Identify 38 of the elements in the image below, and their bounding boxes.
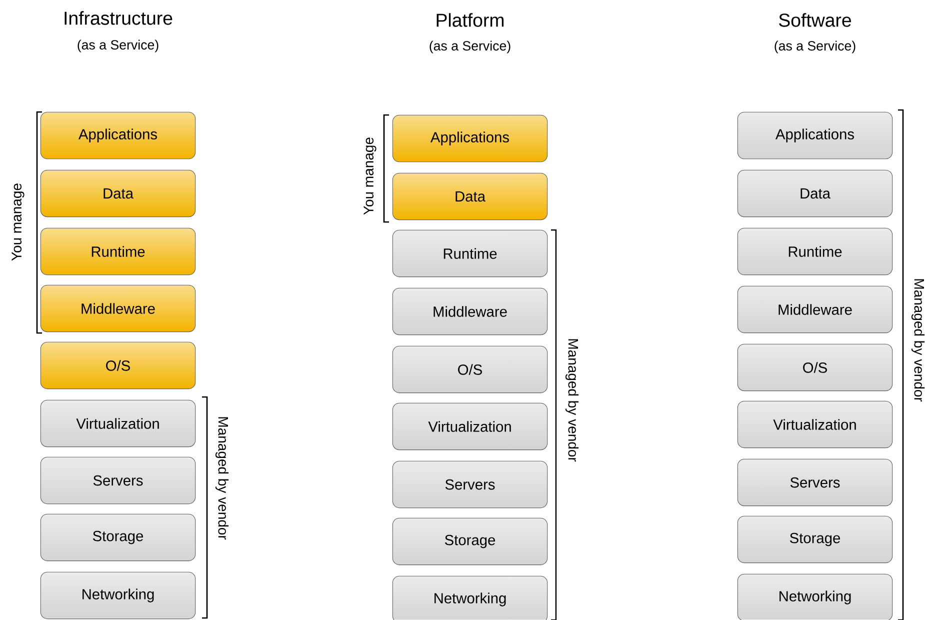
layer-box: Middleware: [40, 284, 196, 332]
bracket-label: Managed by vendor: [215, 417, 229, 540]
layer-box: Virtualization: [392, 402, 548, 450]
layer-box: Storage: [40, 514, 196, 562]
layer-box: Servers: [737, 458, 893, 506]
layer-box: Storage: [392, 518, 548, 566]
layer-box: Applications: [40, 112, 196, 160]
bracket-label: Managed by vendor: [911, 279, 925, 402]
bracket-label: You manage: [12, 184, 24, 261]
layer-box: Data: [40, 170, 196, 218]
layer-box: Applications: [737, 112, 893, 160]
layer-box: O/S: [40, 342, 196, 390]
layer-box: O/S: [392, 346, 548, 394]
bracket-label: You manage: [364, 138, 376, 215]
layer-box: Runtime: [737, 228, 893, 276]
layer-box: Networking: [737, 574, 893, 620]
layer-box: Applications: [392, 114, 548, 162]
layer-box: O/S: [737, 344, 893, 392]
layer-box: Runtime: [40, 228, 196, 276]
bracket-label: Managed by vendor: [565, 339, 579, 462]
layer-box: Networking: [40, 572, 196, 620]
layer-box: Virtualization: [737, 400, 893, 448]
layer-box: Middleware: [392, 288, 548, 336]
column-subtitle: (as a Service): [430, 40, 510, 54]
column-title: Infrastructure: [64, 11, 172, 25]
column-title: Software: [779, 13, 851, 27]
layer-box: Servers: [392, 460, 548, 508]
column-subtitle: (as a Service): [774, 40, 856, 54]
layer-box: Runtime: [392, 230, 548, 278]
column-subtitle: (as a Service): [78, 40, 158, 52]
layer-box: Networking: [392, 576, 548, 620]
layer-box: Data: [392, 172, 548, 220]
layer-box: Virtualization: [40, 400, 196, 448]
layer-box: Storage: [737, 516, 893, 564]
column-title: Platform: [436, 13, 504, 27]
layer-box: Middleware: [737, 286, 893, 334]
layer-box: Servers: [40, 456, 196, 504]
layer-box: Data: [737, 170, 893, 218]
